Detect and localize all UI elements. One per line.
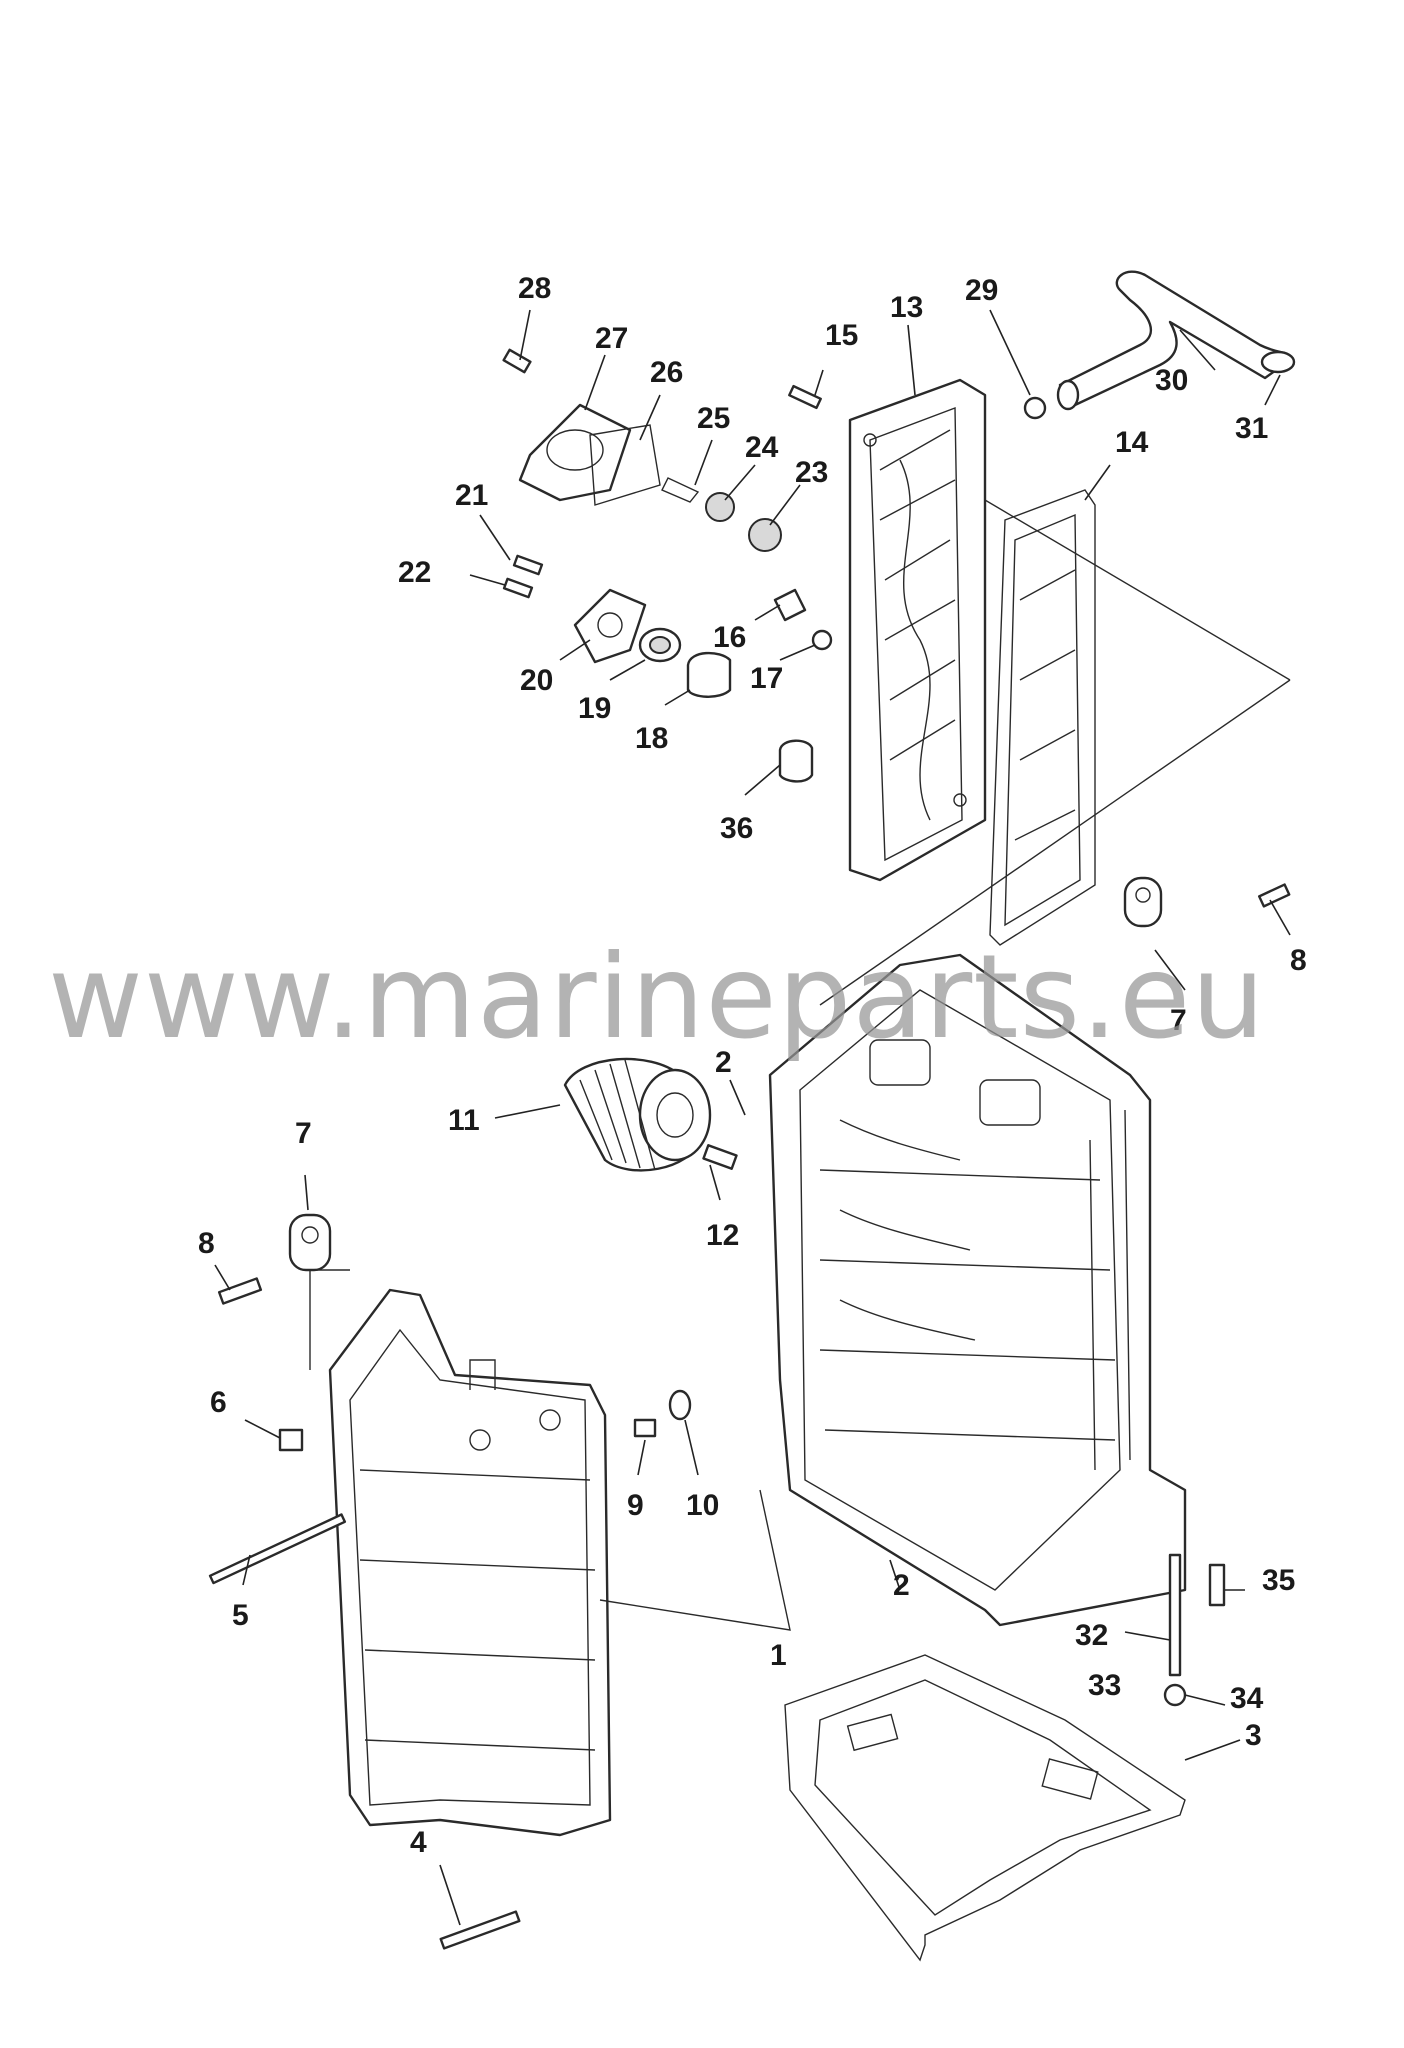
construction-lines bbox=[309, 499, 1291, 1631]
crankcase-icon bbox=[328, 1288, 612, 1837]
part-label: 24 bbox=[745, 431, 779, 464]
part-label: 32 bbox=[1075, 1619, 1108, 1652]
part-label: 4 bbox=[410, 1826, 427, 1859]
part-label: 6 bbox=[210, 1386, 227, 1419]
exhaust-plate-icon bbox=[784, 1654, 1186, 1962]
part-label: 30 bbox=[1155, 364, 1188, 397]
gasket-icon bbox=[989, 489, 1096, 946]
part-label: 12 bbox=[706, 1219, 739, 1252]
part-label: 8 bbox=[198, 1227, 215, 1260]
part-labels: 28 27 26 25 24 23 15 13 29 30 31 14 21 2… bbox=[198, 272, 1307, 1859]
leader-lines bbox=[214, 309, 1291, 1926]
part-label: 31 bbox=[1235, 412, 1268, 445]
part-label: 9 bbox=[627, 1489, 644, 1522]
part-label: 22 bbox=[398, 556, 431, 589]
part-label: 7 bbox=[1170, 1004, 1187, 1037]
part-label: 1 bbox=[770, 1639, 787, 1672]
part-label: 3 bbox=[1245, 1719, 1262, 1752]
part-label: 28 bbox=[518, 272, 551, 305]
part-label: 25 bbox=[697, 402, 730, 435]
bolts-icon bbox=[208, 876, 1291, 1950]
part-label: 21 bbox=[455, 479, 488, 512]
anode-assembly-icon bbox=[502, 554, 833, 783]
part-label: 23 bbox=[795, 456, 828, 489]
part-label: 34 bbox=[1230, 1682, 1264, 1715]
part-label: 13 bbox=[890, 291, 923, 324]
part-label: 8 bbox=[1290, 944, 1307, 977]
part-label: 36 bbox=[720, 812, 753, 845]
part-label: 20 bbox=[520, 664, 553, 697]
oil-filter-icon bbox=[563, 1057, 712, 1172]
part-label: 5 bbox=[232, 1599, 249, 1632]
part-label: 7 bbox=[295, 1117, 312, 1150]
part-label: 10 bbox=[686, 1489, 719, 1522]
part-label: 11 bbox=[448, 1104, 480, 1137]
part-label: 33 bbox=[1088, 1669, 1121, 1702]
part-label: 27 bbox=[595, 322, 628, 355]
hose-icon bbox=[1023, 270, 1296, 420]
part-label: 14 bbox=[1115, 426, 1149, 459]
part-label: 18 bbox=[635, 722, 668, 755]
part-label: 26 bbox=[650, 356, 683, 389]
part-label: 19 bbox=[578, 692, 611, 725]
part-label: 15 bbox=[825, 319, 858, 352]
part-label: 2 bbox=[715, 1046, 732, 1079]
cylinder-block-icon bbox=[768, 953, 1187, 1627]
part-label: 16 bbox=[713, 621, 746, 654]
part-label: 35 bbox=[1262, 1564, 1295, 1597]
exhaust-cover-icon bbox=[848, 378, 987, 882]
thermostat-cover-icon bbox=[502, 348, 822, 552]
part-label: 29 bbox=[965, 274, 998, 307]
part-label: 2 bbox=[893, 1569, 910, 1602]
part-label: 17 bbox=[750, 662, 783, 695]
